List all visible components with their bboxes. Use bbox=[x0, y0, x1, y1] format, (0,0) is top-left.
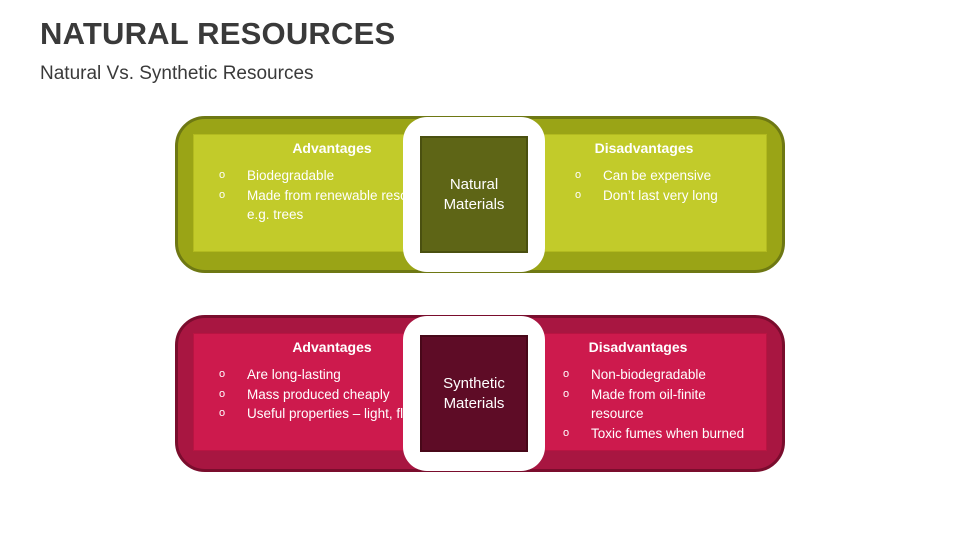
list-item-text: Non-biodegradable bbox=[591, 367, 706, 382]
natural-disadvantages-heading: Disadvantages bbox=[594, 140, 694, 156]
bullet-circle-icon: o bbox=[219, 169, 226, 181]
list-item: o Biodegradable bbox=[219, 166, 445, 186]
list-item-text: Mass produced cheaply bbox=[247, 386, 390, 402]
bullet-circle-icon: o bbox=[219, 188, 226, 201]
natural-center-label-line2: Materials bbox=[443, 195, 505, 213]
natural-advantages-list: o Biodegradable o Made from renewable re… bbox=[219, 166, 445, 225]
bullet-circle-icon: o bbox=[563, 426, 570, 439]
synthetic-materials-box: Synthetic Materials bbox=[420, 335, 528, 452]
list-item: o Are long-lasting bbox=[219, 365, 445, 385]
list-item-text: Biodegradable bbox=[247, 168, 335, 183]
bullet-circle-icon: o bbox=[219, 387, 226, 400]
natural-materials-box: Natural Materials bbox=[420, 136, 528, 253]
page-title: NATURAL RESOURCES bbox=[40, 16, 396, 51]
synthetic-materials-row: Advantages o Are long-lasting o Mass pro… bbox=[175, 315, 785, 472]
synthetic-advantages-list: o Are long-lasting o Mass produced cheap… bbox=[219, 365, 445, 424]
list-item-text: Can be expensive bbox=[603, 168, 712, 183]
bullet-circle-icon: o bbox=[563, 387, 570, 400]
list-item-text: Made from oil-finite resource bbox=[591, 386, 706, 422]
bullet-circle-icon: o bbox=[219, 368, 226, 380]
list-item: o Can be expensive bbox=[575, 166, 753, 186]
synthetic-disadvantages-list: o Non-biodegradable o Made from oil-fini… bbox=[563, 365, 753, 443]
page-subtitle: Natural Vs. Synthetic Resources bbox=[40, 63, 314, 84]
synthetic-center-label-line2: Materials bbox=[443, 394, 505, 412]
natural-materials-row: Advantages o Biodegradable o Made from r… bbox=[175, 116, 785, 273]
synthetic-disadvantages-heading: Disadvantages bbox=[588, 339, 688, 355]
list-item-text: Made from renewable resources e.g. trees bbox=[247, 187, 441, 223]
list-item: o Toxic fumes when burned bbox=[563, 424, 753, 444]
list-item: o Made from renewable resources e.g. tre… bbox=[219, 186, 445, 225]
bullet-circle-icon: o bbox=[563, 368, 570, 380]
natural-advantages-heading: Advantages bbox=[292, 140, 372, 156]
list-item: o Useful properties – light, flexible bbox=[219, 404, 445, 424]
list-item-text: Don’t last very long bbox=[603, 187, 718, 203]
bullet-circle-icon: o bbox=[575, 188, 582, 201]
natural-disadvantages-list: o Can be expensive o Don’t last very lon… bbox=[575, 166, 753, 205]
list-item: o Non-biodegradable bbox=[563, 365, 753, 385]
list-item: o Made from oil-finite resource bbox=[563, 385, 753, 424]
synthetic-advantages-heading: Advantages bbox=[292, 339, 372, 355]
list-item-text: Useful properties – light, flexible bbox=[247, 406, 439, 421]
list-item: o Mass produced cheaply bbox=[219, 385, 445, 405]
list-item: o Don’t last very long bbox=[575, 186, 753, 206]
bullet-circle-icon: o bbox=[575, 169, 582, 181]
list-item-text: Toxic fumes when burned bbox=[591, 425, 745, 441]
list-item-text: Are long-lasting bbox=[247, 367, 341, 382]
bullet-circle-icon: o bbox=[219, 407, 226, 419]
synthetic-center-label-line1: Synthetic bbox=[443, 374, 505, 392]
natural-center-label-line1: Natural bbox=[449, 175, 499, 193]
